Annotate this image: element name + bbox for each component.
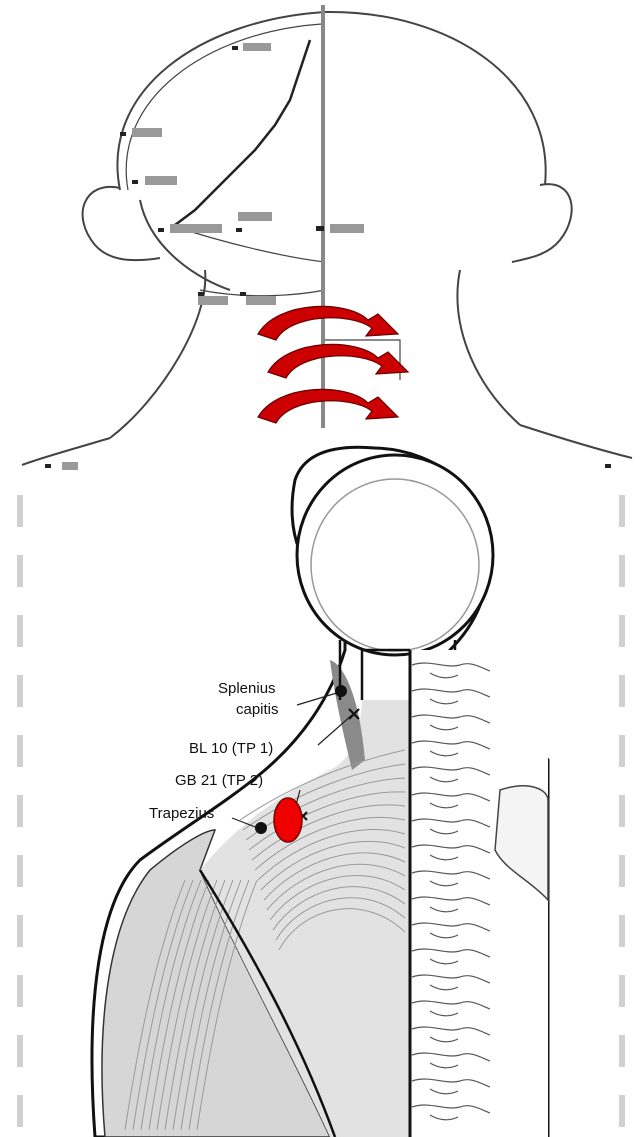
splenius-point (335, 685, 347, 697)
point-marker (120, 132, 126, 136)
right-shoulder (520, 425, 632, 458)
curved-arrow (258, 306, 398, 340)
gb21-highlight (274, 798, 302, 842)
label-mark (132, 128, 162, 137)
left-jaw (140, 200, 230, 290)
left-shoulder (22, 438, 110, 465)
label-mark (170, 224, 222, 233)
top-point-markers (45, 46, 611, 468)
point-marker (158, 228, 164, 232)
point-marker (198, 292, 204, 296)
point-marker (605, 464, 611, 468)
head-outline-inner (126, 24, 322, 190)
right-ear (512, 184, 572, 262)
right-neck (458, 270, 521, 425)
label-mark (145, 176, 177, 185)
label-mark (198, 296, 228, 305)
point-marker (45, 464, 51, 468)
curved-arrow (258, 389, 398, 423)
point-marker (132, 180, 138, 184)
label-gb21: GB 21 (TP 2) (175, 772, 263, 789)
label-splenius-line2: capitis (236, 701, 279, 718)
label-bl10: BL 10 (TP 1) (189, 740, 273, 757)
head-back (297, 455, 493, 655)
point-marker (316, 226, 324, 231)
label-mark (243, 43, 271, 51)
top-label-marks (62, 43, 364, 470)
point-marker (240, 292, 246, 296)
meridian-line (175, 40, 310, 225)
point-marker (232, 46, 238, 50)
label-trapezius: Trapezius (149, 805, 214, 822)
label-mark (330, 224, 364, 233)
head-outline (117, 12, 545, 190)
curved-arrow (268, 344, 408, 378)
red-arrows (258, 306, 408, 423)
label-mark (246, 296, 276, 305)
left-neck (110, 270, 205, 438)
label-splenius-line1: Splenius (218, 680, 276, 697)
neck-curve (200, 290, 325, 296)
label-mark (62, 462, 78, 470)
bottom-body-diagram (92, 447, 548, 1137)
label-mark (238, 212, 272, 221)
trapezius-point (255, 822, 267, 834)
point-marker (236, 228, 242, 232)
